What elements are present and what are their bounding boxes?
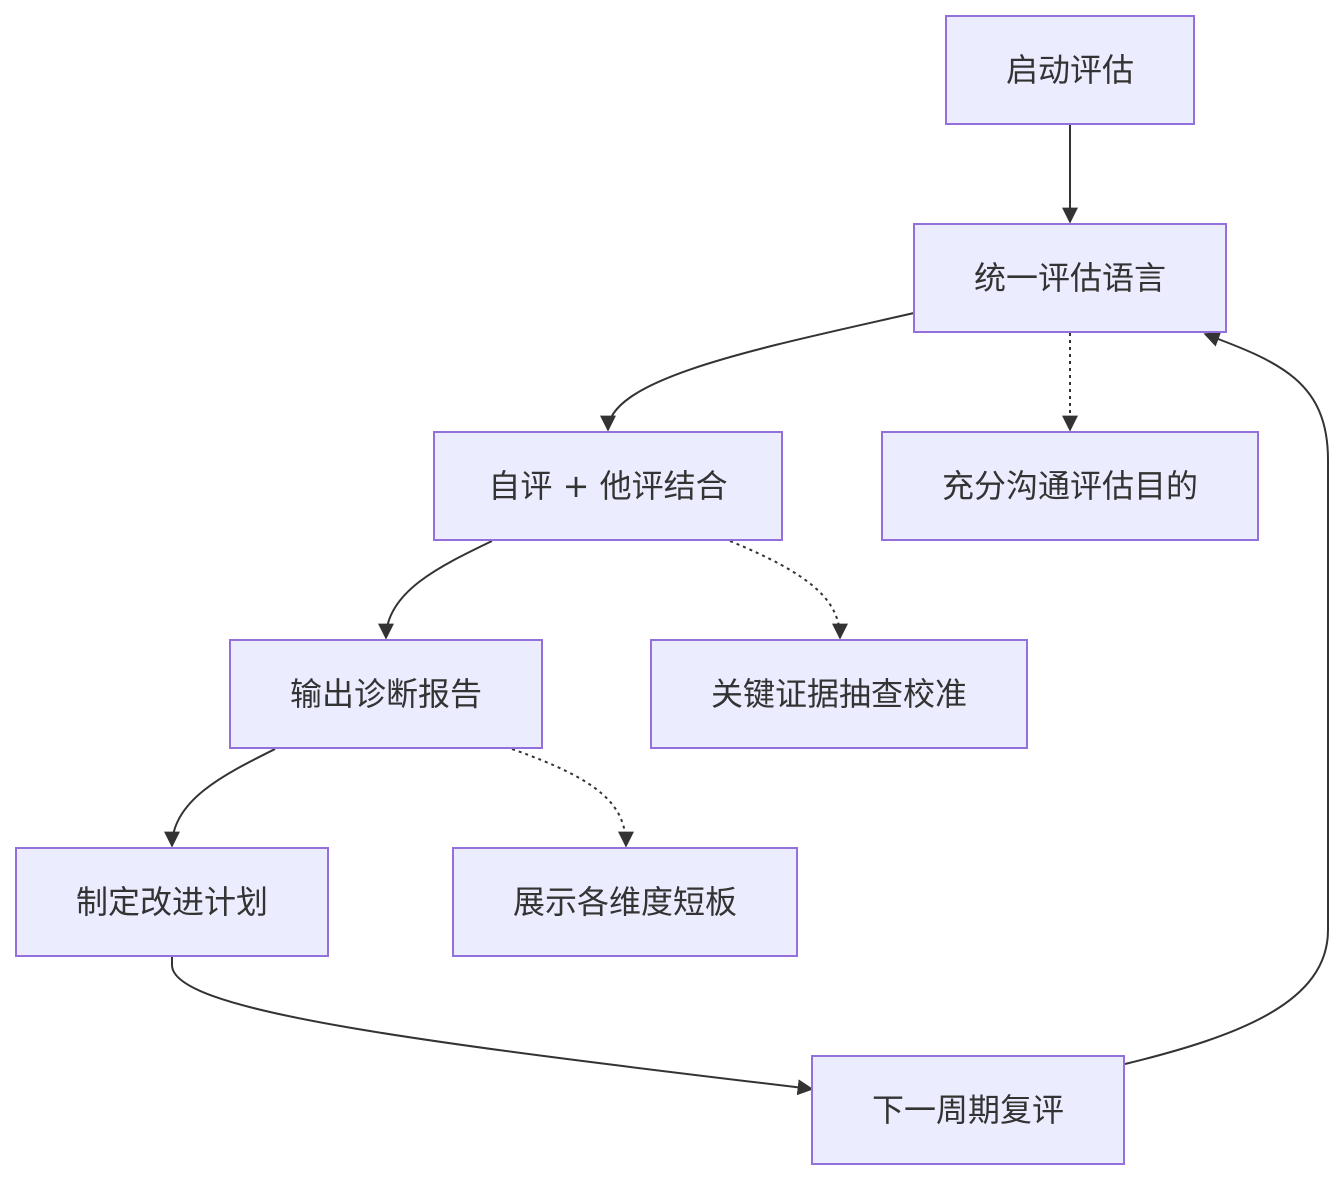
- node-self-and-peer-label: 自评 + 他评结合: [488, 467, 727, 505]
- node-diagnosis-report: 输出诊断报告: [229, 639, 543, 749]
- edge-diagnosis-report-to-show-weaknesses: [511, 748, 634, 848]
- node-next-review-label: 下一周期复评: [872, 1091, 1064, 1129]
- edge-next-review-to-unify-language: [1124, 331, 1329, 1065]
- node-show-weaknesses-label: 展示各维度短板: [513, 883, 737, 921]
- node-start-label: 启动评估: [1006, 51, 1134, 89]
- node-start: 启动评估: [945, 15, 1195, 125]
- node-improvement-plan: 制定改进计划: [15, 847, 329, 957]
- node-communicate-purpose-label: 充分沟通评估目的: [942, 467, 1198, 505]
- node-improvement-plan-label: 制定改进计划: [76, 883, 268, 921]
- node-unify-language: 统一评估语言: [913, 223, 1227, 333]
- edge-unify-language-to-self-and-peer: [600, 312, 915, 432]
- edge-self-and-peer-to-evidence-check: [729, 540, 848, 640]
- node-evidence-check: 关键证据抽查校准: [650, 639, 1028, 749]
- edge-self-and-peer-to-diagnosis-report: [378, 540, 493, 640]
- node-evidence-check-label: 关键证据抽查校准: [711, 675, 967, 713]
- node-unify-language-label: 统一评估语言: [974, 259, 1166, 297]
- edges: [164, 125, 1329, 1096]
- node-communicate-purpose: 充分沟通评估目的: [881, 431, 1259, 541]
- node-diagnosis-report-label: 输出诊断报告: [290, 675, 482, 713]
- edge-improvement-plan-to-next-review: [171, 957, 814, 1096]
- edge-diagnosis-report-to-improvement-plan: [164, 748, 276, 848]
- node-show-weaknesses: 展示各维度短板: [452, 847, 798, 957]
- node-self-and-peer: 自评 + 他评结合: [433, 431, 783, 541]
- node-next-review: 下一周期复评: [811, 1055, 1125, 1165]
